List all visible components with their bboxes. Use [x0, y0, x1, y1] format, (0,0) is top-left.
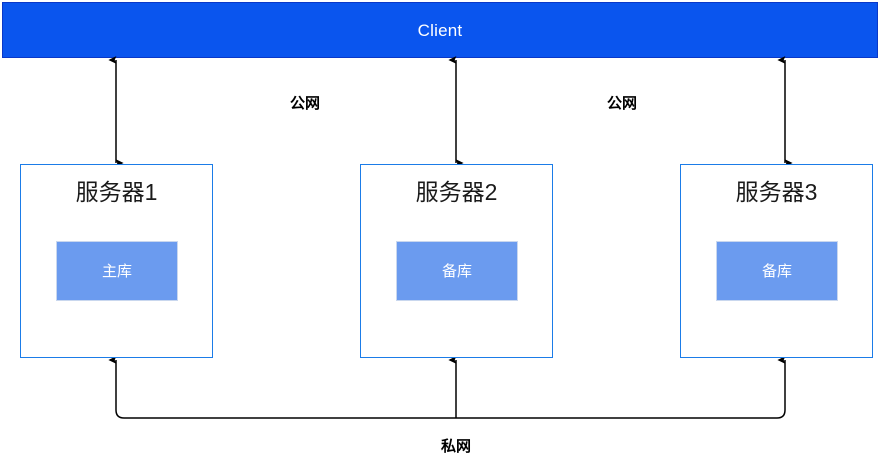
private-network-label: 私网	[440, 438, 471, 455]
wire-private-left	[108, 356, 456, 419]
wire-private-right	[456, 356, 786, 419]
database-box-3: 备库	[716, 241, 838, 301]
database-box-2: 备库	[396, 241, 518, 301]
server-box-2: 服务器2 备库	[360, 164, 553, 358]
public-network-label-2: 公网	[606, 95, 637, 112]
server-title-1: 服务器1	[75, 179, 158, 205]
server-title-3: 服务器3	[735, 179, 818, 205]
database-label-2: 备库	[441, 262, 472, 280]
database-box-1: 主库	[56, 241, 178, 301]
database-label-1: 主库	[101, 262, 132, 280]
client-banner: Client	[2, 2, 878, 58]
database-label-3: 备库	[761, 262, 792, 280]
server-box-3: 服务器3 备库	[680, 164, 873, 358]
client-label: Client	[417, 20, 463, 40]
server-box-1: 服务器1 主库	[20, 164, 213, 358]
public-network-label-1: 公网	[289, 95, 320, 112]
server-title-2: 服务器2	[415, 179, 498, 205]
